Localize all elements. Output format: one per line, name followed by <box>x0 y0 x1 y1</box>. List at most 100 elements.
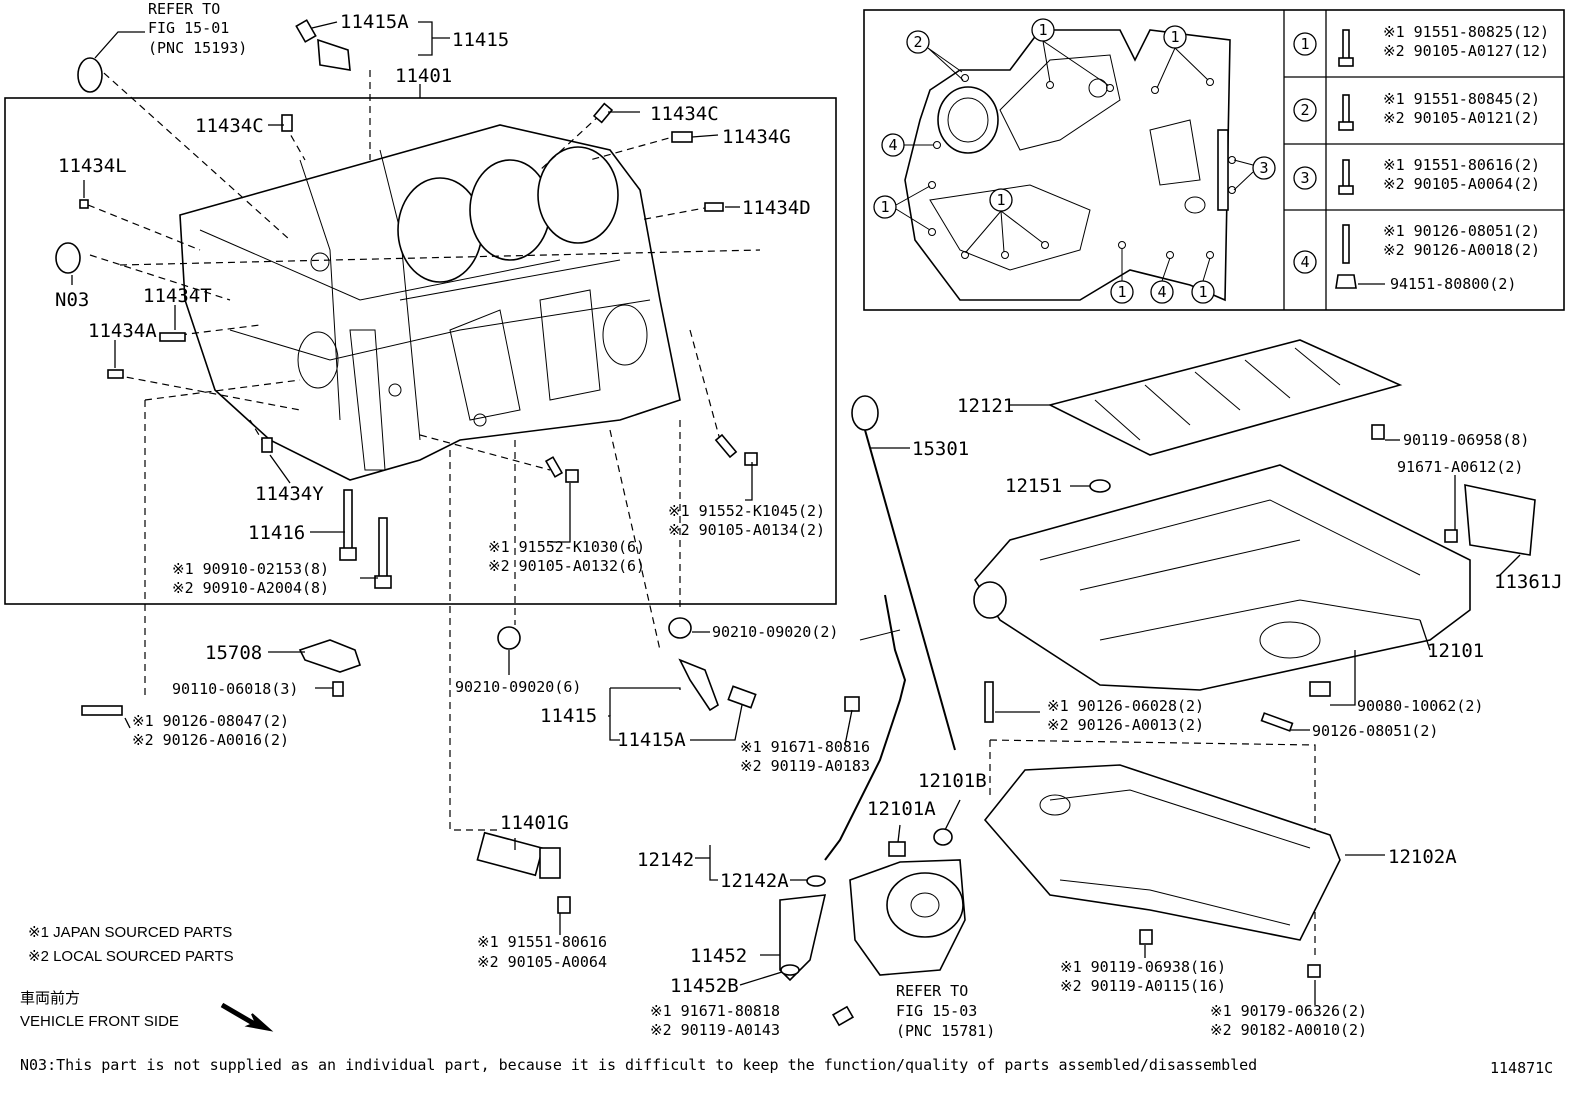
callout-1c <box>873 195 897 219</box>
svg-text:94151-80800(2): 94151-80800(2) <box>1390 275 1516 293</box>
svg-text:※1 90119-06938(16): ※1 90119-06938(16) <box>1060 958 1226 976</box>
svg-text:11415A: 11415A <box>340 11 409 33</box>
svg-text:※2 90126-A0013(2): ※2 90126-A0013(2) <box>1047 716 1204 734</box>
svg-text:※2 90119-A0115(16): ※2 90119-A0115(16) <box>1060 977 1226 995</box>
svg-text:※1 90179-06326(2): ※1 90179-06326(2) <box>1210 1002 1367 1020</box>
svg-text:11416: 11416 <box>248 522 305 544</box>
svg-text:※1 91552-K1030(6): ※1 91552-K1030(6) <box>488 538 645 556</box>
svg-text:1: 1 <box>1170 28 1179 46</box>
svg-text:※2 90105-A0121(2): ※2 90105-A0121(2) <box>1383 109 1540 127</box>
svg-text:90119-06958(8): 90119-06958(8) <box>1403 431 1529 449</box>
bolt-table: 1 ※1 91551-80825(12) ※2 90105-A0127(12) … <box>1293 23 1549 293</box>
svg-text:1: 1 <box>996 191 1005 209</box>
svg-text:11415: 11415 <box>452 29 509 51</box>
svg-text:※1 JAPAN SOURCED PARTS: ※1 JAPAN SOURCED PARTS <box>28 924 232 941</box>
svg-text:11452B: 11452B <box>670 975 739 997</box>
svg-text:11434T: 11434T <box>143 285 212 307</box>
svg-text:REFER TO: REFER TO <box>896 982 968 1000</box>
svg-text:11415A: 11415A <box>617 729 686 751</box>
svg-text:FIG 15-03: FIG 15-03 <box>896 1002 977 1020</box>
svg-text:※1 91671-80818: ※1 91671-80818 <box>650 1002 780 1020</box>
svg-text:※2 90105-A0064(2): ※2 90105-A0064(2) <box>1383 175 1540 193</box>
svg-text:FIG 15-01: FIG 15-01 <box>148 19 229 37</box>
footnote: N03:This part is not supplied as an indi… <box>20 1056 1257 1074</box>
svg-text:11434C: 11434C <box>650 103 719 125</box>
svg-text:12102A: 12102A <box>1388 846 1457 868</box>
svg-text:※1 90126-08047(2): ※1 90126-08047(2) <box>132 712 289 730</box>
svg-text:15708: 15708 <box>205 642 262 664</box>
svg-text:REFER TO: REFER TO <box>148 0 220 18</box>
svg-text:※1 90910-02153(8): ※1 90910-02153(8) <box>172 560 329 578</box>
table-row-4: 4 ※1 90126-08051(2) ※2 90126-A0018(2) 94… <box>1293 222 1540 293</box>
svg-text:※2 90126-A0018(2): ※2 90126-A0018(2) <box>1383 241 1540 259</box>
svg-text:1: 1 <box>1117 283 1126 301</box>
svg-text:(PNC 15193): (PNC 15193) <box>148 39 247 57</box>
legend: ※1 JAPAN SOURCED PARTS ※2 LOCAL SOURCED … <box>20 924 274 1032</box>
svg-text:11434G: 11434G <box>722 126 791 148</box>
svg-text:11415: 11415 <box>540 705 597 727</box>
svg-text:※2 90105-A0064: ※2 90105-A0064 <box>477 953 607 971</box>
table-row-2: 2 ※1 91551-80845(2) ※2 90105-A0121(2) <box>1293 90 1540 131</box>
svg-text:11361J: 11361J <box>1494 571 1563 593</box>
svg-text:11434Y: 11434Y <box>255 483 324 505</box>
table-row-3: 3 ※1 91551-80616(2) ※2 90105-A0064(2) <box>1293 156 1540 195</box>
svg-text:※1 91551-80825(12): ※1 91551-80825(12) <box>1383 23 1549 41</box>
svg-text:4: 4 <box>888 136 897 154</box>
inset-drawing <box>904 29 1236 302</box>
svg-text:90110-06018(3): 90110-06018(3) <box>172 680 298 698</box>
label-leaders <box>71 21 1521 1005</box>
svg-text:3: 3 <box>1259 159 1268 177</box>
svg-text:※2 90910-A2004(8): ※2 90910-A2004(8) <box>172 579 329 597</box>
svg-text:※1 91551-80616: ※1 91551-80616 <box>477 933 607 951</box>
svg-text:※2 90105-A0132(6): ※2 90105-A0132(6) <box>488 557 645 575</box>
callout-3 <box>1252 156 1276 180</box>
svg-text:※2 90119-A0183: ※2 90119-A0183 <box>740 757 870 775</box>
svg-text:※1 90126-08051(2): ※1 90126-08051(2) <box>1383 222 1540 240</box>
svg-text:11434A: 11434A <box>88 320 157 342</box>
svg-text:12121: 12121 <box>957 395 1014 417</box>
svg-text:15301: 15301 <box>912 438 969 460</box>
svg-text:※1 91551-80845(2): ※1 91551-80845(2) <box>1383 90 1540 108</box>
inset-frame <box>863 9 1565 311</box>
lower-oil-pan <box>983 681 1341 978</box>
svg-text:11434D: 11434D <box>742 197 811 219</box>
svg-text:1: 1 <box>1038 21 1047 39</box>
table-row-1: 1 ※1 91551-80825(12) ※2 90105-A0127(12) <box>1293 23 1549 67</box>
svg-text:N03: N03 <box>55 289 89 311</box>
svg-text:90080-10062(2): 90080-10062(2) <box>1357 697 1483 715</box>
figure-id: 114871C <box>1490 1059 1553 1077</box>
svg-text:車両前方: 車両前方 <box>20 990 80 1007</box>
svg-text:11401: 11401 <box>395 65 452 87</box>
svg-text:12101: 12101 <box>1427 640 1484 662</box>
svg-text:1: 1 <box>880 198 889 216</box>
svg-text:VEHICLE FRONT SIDE: VEHICLE FRONT SIDE <box>20 1013 179 1030</box>
svg-text:※2 90119-A0143: ※2 90119-A0143 <box>650 1021 780 1039</box>
upper-oil-pan <box>973 464 1536 732</box>
engine-block-drawing <box>179 124 681 481</box>
svg-text:2: 2 <box>913 33 922 51</box>
oil-pan-baffle <box>1047 339 1403 456</box>
svg-text:※1 91551-80616(2): ※1 91551-80616(2) <box>1383 156 1540 174</box>
svg-text:1: 1 <box>1300 35 1309 53</box>
svg-text:※1 90126-06028(2): ※1 90126-06028(2) <box>1047 697 1204 715</box>
svg-text:4: 4 <box>1300 253 1309 271</box>
svg-text:※1 91671-80816: ※1 91671-80816 <box>740 738 870 756</box>
svg-text:11434C: 11434C <box>195 115 264 137</box>
svg-text:12142A: 12142A <box>720 870 789 892</box>
oil-filter-bracket <box>849 828 966 976</box>
svg-text:※2 LOCAL SOURCED PARTS: ※2 LOCAL SOURCED PARTS <box>28 948 234 965</box>
svg-text:3: 3 <box>1300 169 1309 187</box>
svg-text:11401G: 11401G <box>500 812 569 834</box>
inset-callouts: 2 1 1 4 1 1 3 1 4 1 <box>873 18 1276 304</box>
svg-text:12101B: 12101B <box>918 770 987 792</box>
svg-text:12142: 12142 <box>637 849 694 871</box>
svg-text:90126-08051(2): 90126-08051(2) <box>1312 722 1438 740</box>
callout-2 <box>906 30 930 54</box>
svg-text:1: 1 <box>1198 283 1207 301</box>
svg-text:※2 90105-A0127(12): ※2 90105-A0127(12) <box>1383 42 1549 60</box>
svg-text:11434L: 11434L <box>58 155 127 177</box>
svg-text:2: 2 <box>1300 101 1309 119</box>
svg-text:91671-A0612(2): 91671-A0612(2) <box>1397 458 1523 476</box>
svg-text:(PNC 15781): (PNC 15781) <box>896 1022 995 1040</box>
